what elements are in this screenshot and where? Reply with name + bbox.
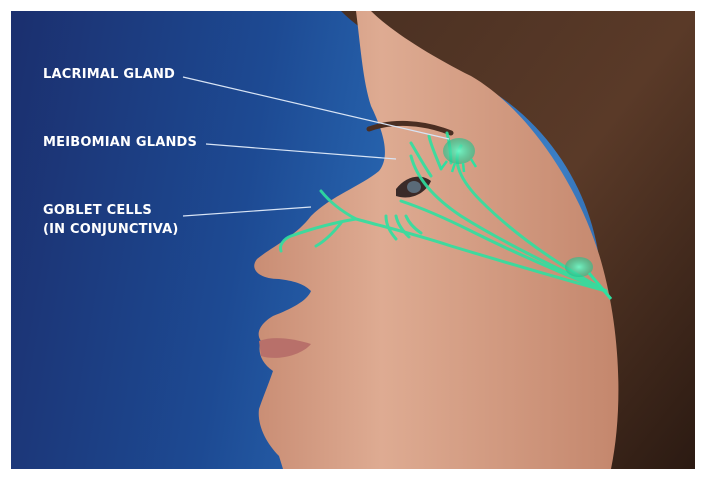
label-goblet-cells: GOBLET CELLS (IN CONJUNCTIVA)	[43, 201, 179, 239]
meibomian-glands-text: MEIBOMIAN GLANDS	[43, 133, 197, 152]
label-lacrimal-gland: LACRIMAL GLAND	[43, 65, 175, 84]
goblet-cells-text: GOBLET CELLS	[43, 201, 179, 220]
illustration-frame: LACRIMAL GLAND MEIBOMIAN GLANDS GOBLET C…	[11, 11, 695, 469]
in-conjunctiva-text: (IN CONJUNCTIVA)	[43, 220, 179, 239]
eye-iris	[407, 181, 421, 193]
label-meibomian-glands: MEIBOMIAN GLANDS	[43, 133, 197, 152]
lacrimal-gland-text: LACRIMAL GLAND	[43, 65, 175, 84]
